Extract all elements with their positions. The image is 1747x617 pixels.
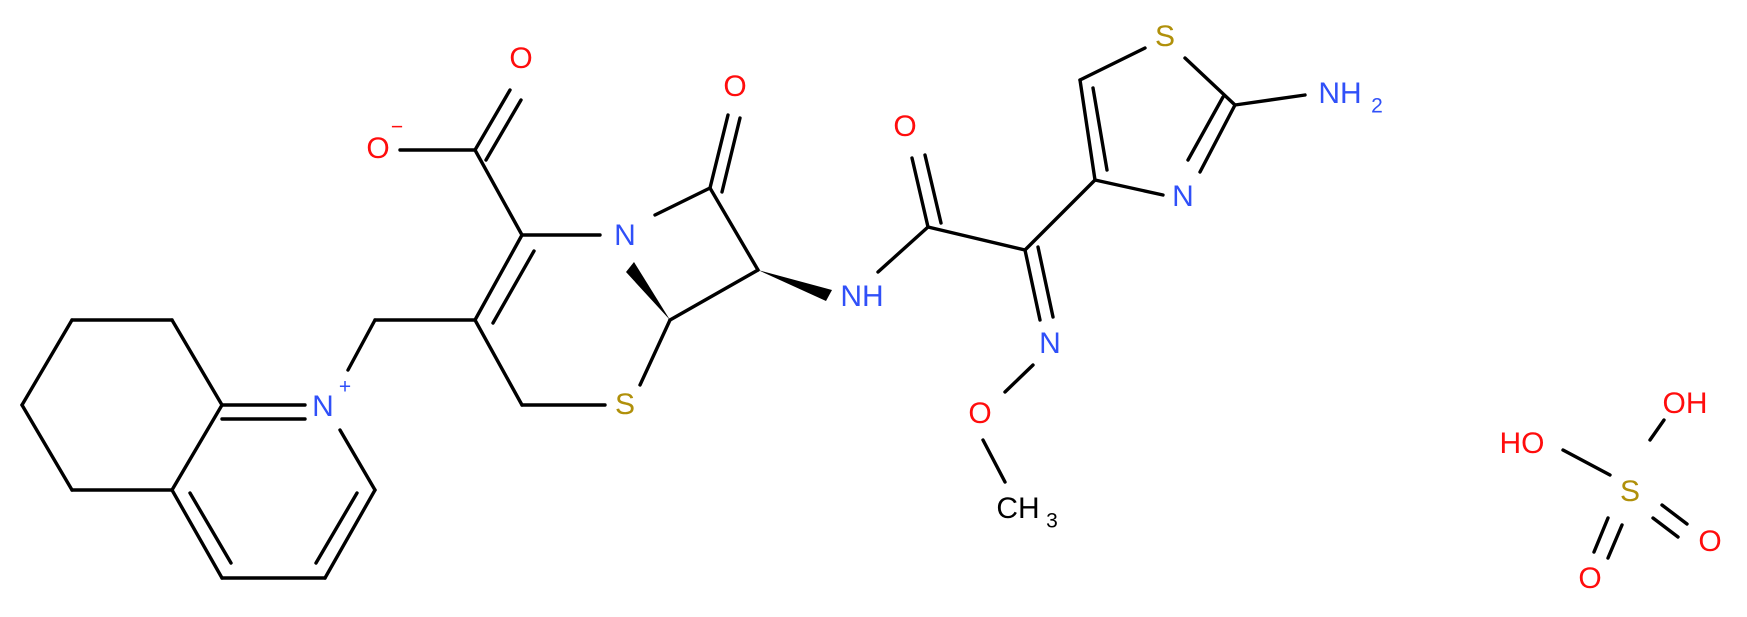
bond-s-o-2b — [1651, 516, 1680, 539]
bond-c7q-c6q — [20, 318, 74, 407]
bond-coxime-thiazole — [1023, 178, 1097, 252]
bond-s-o-1a — [1606, 523, 1624, 560]
bond-carboxyl-ring — [473, 148, 524, 237]
bond-c2-n3-1 — [1198, 103, 1237, 174]
bond-c7-c6 — [668, 268, 760, 322]
bond-o-ch3 — [981, 438, 1007, 484]
atom-o-sulfate-bottom: O — [1578, 562, 1601, 595]
bond-nh-camide — [876, 225, 930, 274]
bond-c4q-c4a — [170, 488, 224, 580]
charge-minus: − — [391, 116, 403, 139]
atom-s-sulfate: S — [1620, 475, 1640, 508]
bond-c8-c7 — [708, 186, 760, 272]
bond-c4-c5-inner — [1091, 86, 1109, 172]
bond-ch2n-n — [346, 318, 377, 372]
atom-ho-sulfate: HO — [1500, 427, 1545, 460]
atom-oh-sulfate: OH — [1663, 387, 1708, 420]
atom-o-amide: O — [893, 110, 916, 143]
bond-s-o-2a — [1660, 503, 1689, 526]
bond-c-o-double-2 — [484, 98, 523, 162]
bond-camide-o-2 — [923, 153, 943, 225]
bond-s-c6 — [638, 318, 672, 387]
atom-n-ring: N — [614, 219, 636, 252]
bond-c4-c5 — [1078, 78, 1097, 182]
bond-s-oh-right — [1648, 418, 1666, 442]
bond-n-c2q — [338, 428, 377, 492]
atom-o-carboxyl-double: O — [509, 42, 532, 75]
bond-c2-c3-a — [473, 233, 524, 322]
atom-s-ring: S — [615, 388, 635, 421]
atom-o-lactam: O — [723, 70, 746, 103]
bond-c4q-c4a-inner — [188, 491, 233, 565]
atom-o-sulfate-right: O — [1698, 525, 1721, 558]
atom-nh2-subscript: 2 — [1371, 95, 1383, 118]
atom-nh-amide: NH — [840, 280, 883, 313]
bond-c8a-c8 — [170, 318, 224, 407]
atom-ch3-subscript: 3 — [1046, 510, 1058, 533]
atom-ch3: CH — [996, 492, 1039, 525]
bond-c2-c3-b — [491, 249, 536, 325]
bond-s-oh-left — [1561, 448, 1612, 477]
bond-coxime-n-1 — [1023, 248, 1042, 322]
bond-camide-o-1 — [910, 156, 930, 229]
bond-s-c2 — [1183, 56, 1237, 107]
bond-c5-s — [1078, 46, 1147, 82]
bond-n-o — [1003, 363, 1035, 394]
atom-n-oxime: N — [1039, 327, 1061, 360]
bond-c2-nh2 — [1233, 93, 1307, 107]
bond-n3-c4 — [1093, 178, 1165, 197]
bond-c4a-c8a — [170, 403, 224, 492]
bond-c8-o-1 — [708, 113, 730, 190]
atom-n-quinolinium: N — [312, 390, 334, 423]
bond-camide-coxime — [926, 225, 1027, 252]
atom-nh2: NH — [1318, 77, 1361, 110]
bonds — [20, 46, 1689, 580]
bond-c2-n3-2 — [1186, 95, 1225, 162]
atom-o-methoxy: O — [968, 397, 991, 430]
bond-coxime-n-2 — [1036, 245, 1055, 319]
bond-c-o-double-1 — [473, 88, 512, 152]
atom-s-thiazole: S — [1155, 20, 1175, 53]
atom-labels: O O − O N S NH O N O CH 3 S N NH 2 N + S… — [312, 20, 1722, 595]
bond-n-c8 — [653, 186, 712, 217]
atom-n-thiazole: N — [1172, 180, 1194, 213]
wedge-bond-c6 — [626, 262, 670, 320]
wedge-bond-c7-nh — [758, 270, 832, 301]
bond-c2q-c3q — [323, 488, 377, 580]
bond-c6q-c5q — [20, 403, 74, 492]
bond-s-o-1b — [1592, 516, 1610, 554]
bond-c8-o-2 — [720, 116, 742, 194]
atom-o-carboxyl-minus: O — [366, 132, 389, 165]
bond-c3-ch2 — [473, 318, 524, 407]
bond-c2q-c3q-inner — [314, 491, 359, 565]
charge-plus: + — [339, 376, 351, 399]
